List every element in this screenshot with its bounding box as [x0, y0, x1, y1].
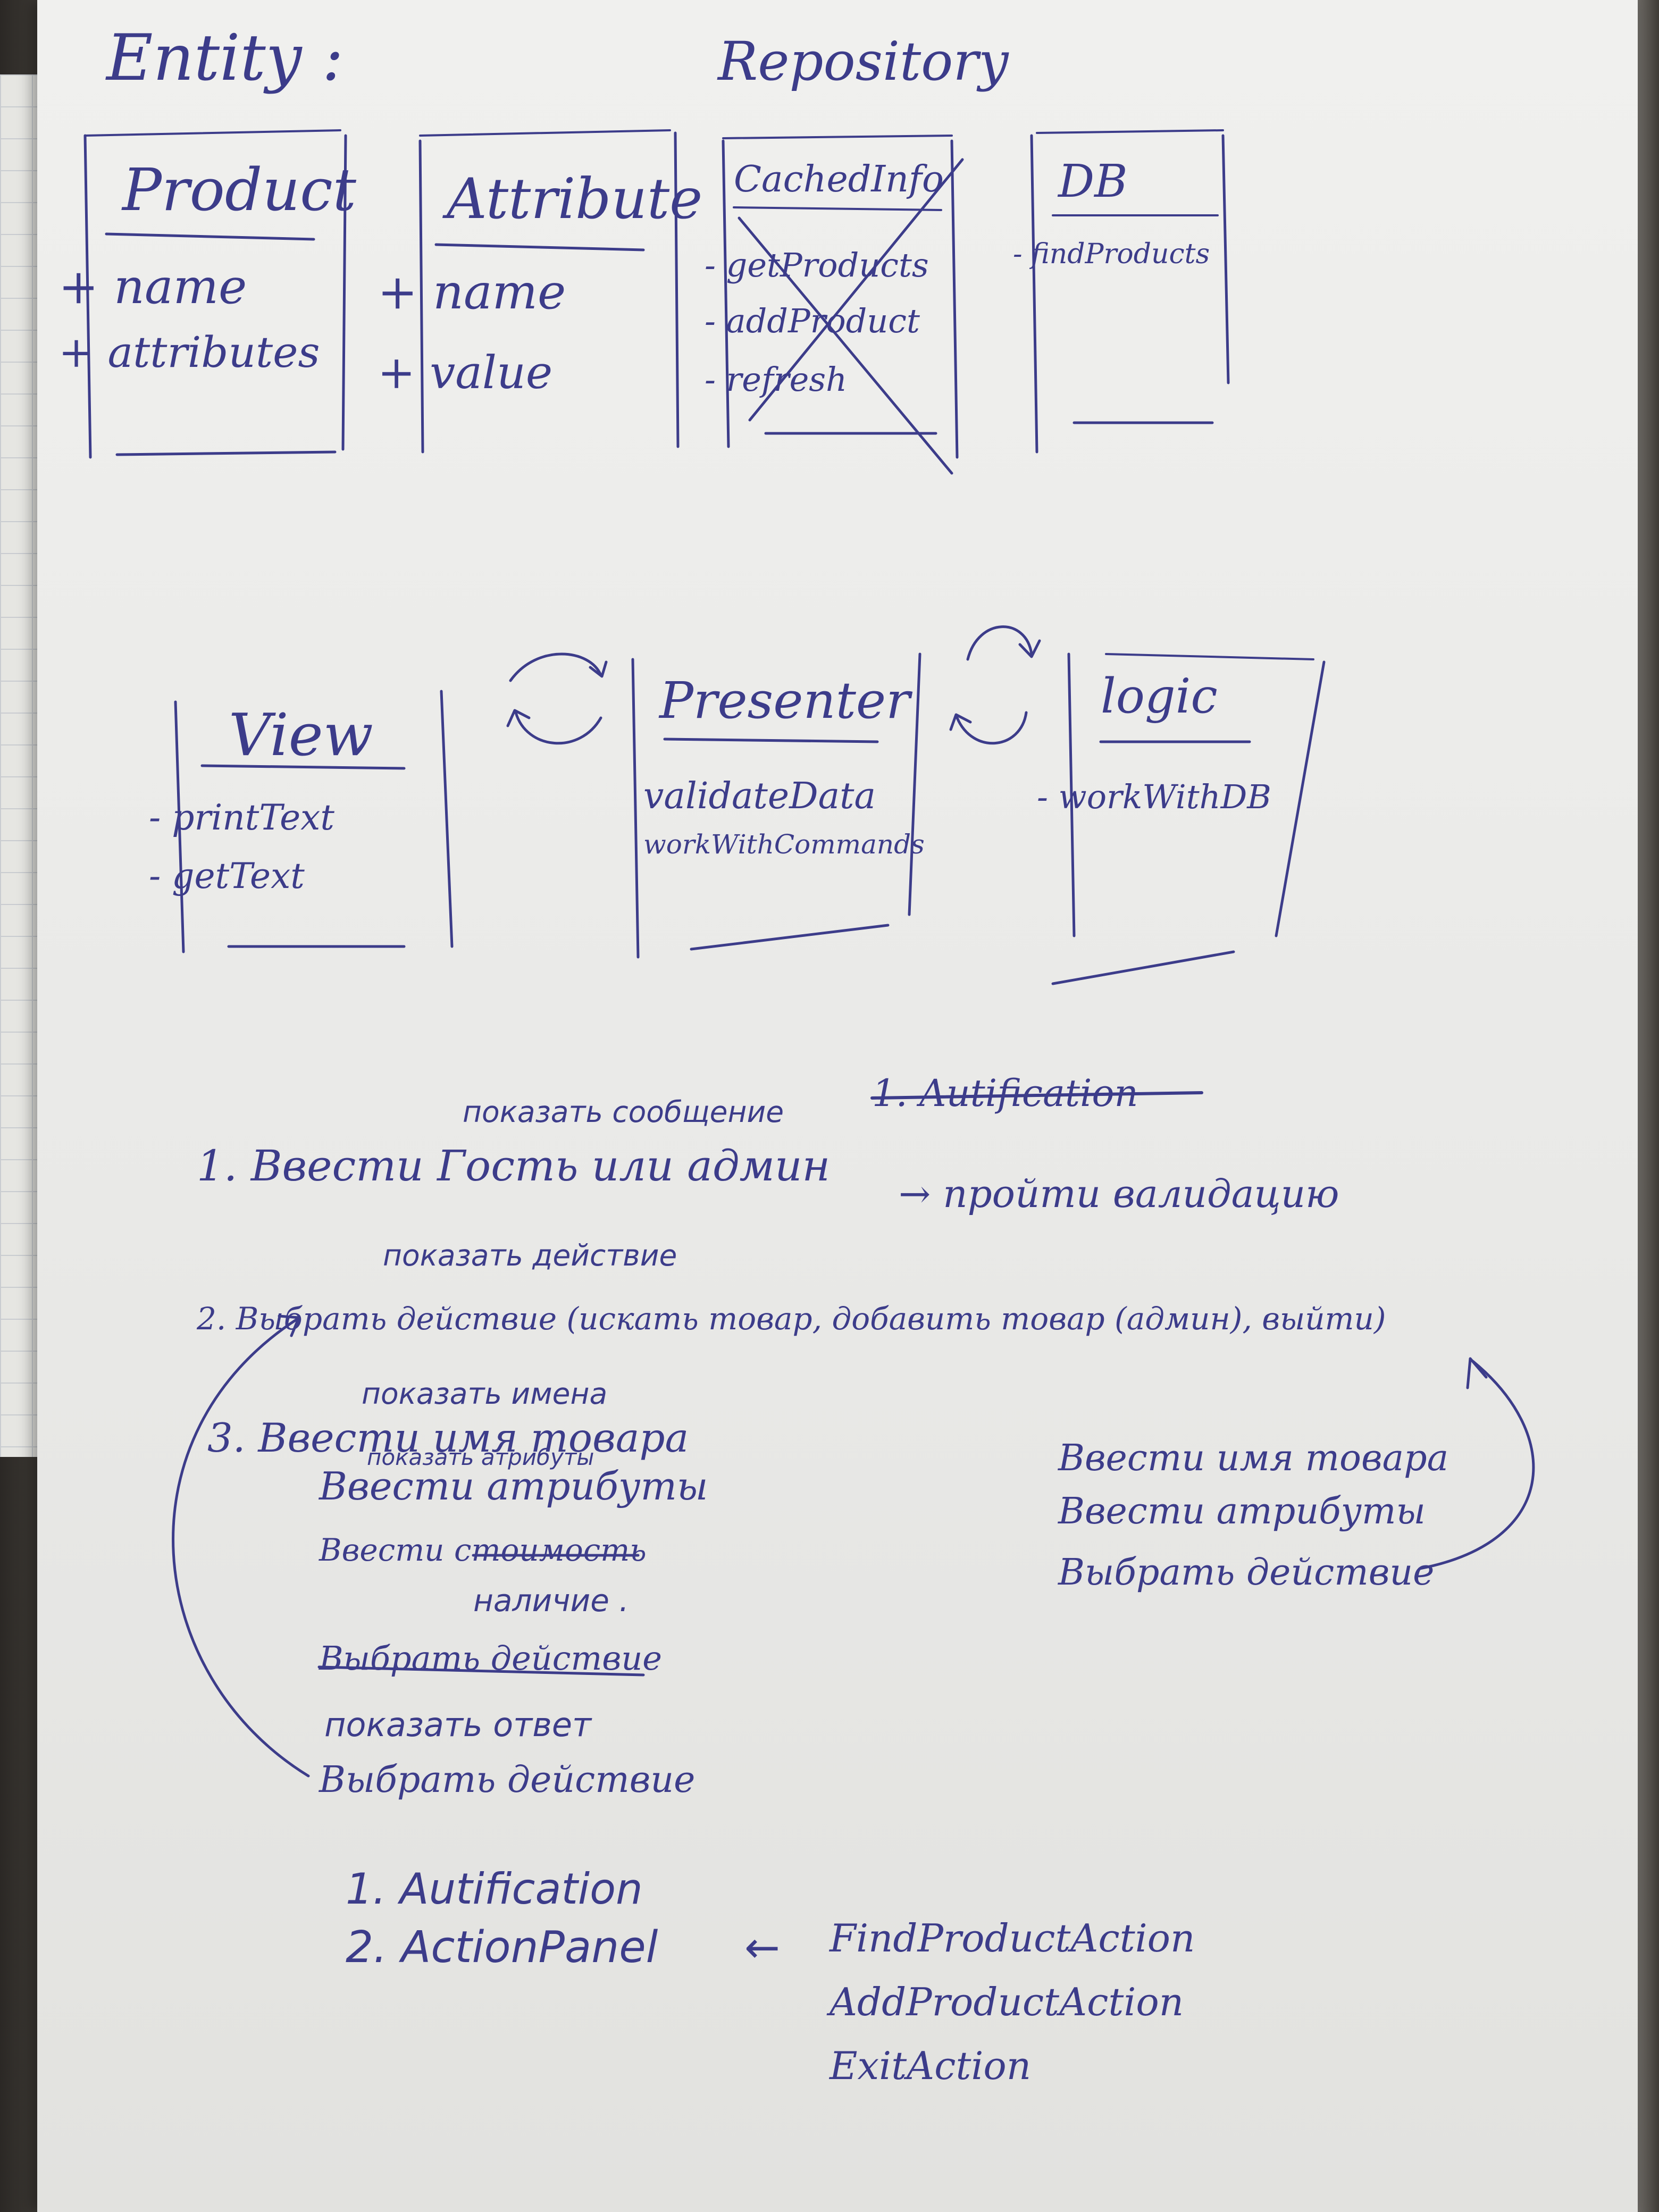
- product-title: Product: [121, 156, 357, 224]
- note-1-arrow: → пройти валидацию: [899, 1171, 1339, 1216]
- handwritten-diagram: Entity : Repository Product + name + att…: [58, 21, 1535, 2088]
- logic-row-workwithdb: - workWithDB: [1037, 777, 1271, 816]
- note-1-above: показать сообщение: [463, 1095, 784, 1129]
- entity-heading: Entity :: [105, 21, 343, 95]
- cross-out-stroke-2: [748, 158, 964, 422]
- db-row-findproducts: - findProducts: [1013, 238, 1210, 270]
- cachedinfo-row-getproducts: - getProducts: [705, 246, 929, 284]
- note-3b-above: показать атрибуты: [367, 1444, 594, 1470]
- bottom-item-2: 2. ActionPanel: [346, 1922, 658, 1973]
- cachedinfo-row-addproduct: - addProduct: [705, 301, 920, 340]
- attribute-title: Attribute: [442, 166, 702, 231]
- cachedinfo-box: CachedInfo - getProducts - addProduct - …: [705, 135, 964, 475]
- bottom-action-find: FindProductAction: [828, 1916, 1195, 1960]
- attribute-row-value: + value: [378, 347, 552, 399]
- cycle-arrows-presenter-logic: [949, 625, 1041, 745]
- note-3c: Ввести стоимость: [319, 1532, 647, 1568]
- presenter-row-workwithcommands: workWithCommands: [643, 829, 925, 860]
- note-3a: 3. Ввести имя товара: [207, 1414, 689, 1461]
- logic-title: logic: [1101, 668, 1218, 724]
- product-row-name: + name: [58, 259, 247, 315]
- bottom-arrow: ←: [744, 1923, 780, 1972]
- db-box: DB - findProducts: [1013, 129, 1230, 454]
- cachedinfo-row-refresh: - refresh: [705, 360, 847, 399]
- bottom-item-1: 1. Autification: [346, 1864, 643, 1914]
- note-1: 1. Ввести Гость или админ: [197, 1141, 830, 1191]
- view-row-gettext: - getText: [149, 856, 305, 896]
- loop-arrow-right: [1418, 1360, 1535, 1570]
- presenter-title: Presenter: [658, 672, 913, 730]
- strikethrough-autification: [870, 1091, 1203, 1100]
- note-2: 2. Выбрать действие (искать товар, добав…: [196, 1301, 1386, 1337]
- scenario-notes: показать сообщение 1. Autification 1. Вв…: [172, 1071, 1535, 1801]
- product-box: Product + name + attributes: [58, 129, 357, 459]
- loop-arrow-left: [172, 1317, 310, 1778]
- db-title: DB: [1057, 155, 1128, 208]
- cross-out-stroke-1: [738, 216, 953, 475]
- note-right-3: Выбрать действие: [1057, 1552, 1434, 1594]
- bottom-action-exit: ExitAction: [828, 2043, 1031, 2088]
- strikethrough-vybrat: [317, 1665, 645, 1677]
- note-3c-extra: наличие .: [473, 1582, 629, 1619]
- bottom-action-add: AddProductAction: [826, 1980, 1184, 2024]
- view-title: View: [229, 701, 373, 769]
- note-right-1: Ввести имя товара: [1057, 1437, 1448, 1479]
- attribute-box: Attribute + name + value: [378, 129, 702, 454]
- product-row-attributes: + attributes: [58, 328, 320, 377]
- note-3e: показать ответ: [324, 1705, 592, 1744]
- paper-sheet: Entity : Repository Product + name + att…: [37, 0, 1638, 2212]
- logic-box: logic - workWithDB: [1037, 652, 1326, 985]
- presenter-box: Presenter validateData workWithCommands: [631, 652, 925, 959]
- view-row-printtext: - printText: [149, 797, 334, 838]
- attribute-row-name: + name: [378, 264, 566, 320]
- cycle-arrows-view-presenter: [506, 652, 608, 745]
- note-2-above: показать действие: [383, 1238, 677, 1272]
- cachedinfo-title: CachedInfo: [734, 158, 944, 200]
- repository-heading: Repository: [717, 30, 1009, 93]
- note-right-2: Ввести атрибуты: [1057, 1490, 1426, 1532]
- note-3-above: показать имена: [362, 1377, 607, 1411]
- view-box: View - printText - getText: [149, 690, 454, 953]
- bottom-summary: 1. Autification 2. ActionPanel ← FindPro…: [346, 1864, 1195, 2088]
- note-3f: Выбрать действие: [318, 1759, 695, 1801]
- presenter-row-validatedata: validateData: [643, 775, 876, 817]
- note-3b: Ввести атрибуты: [318, 1464, 708, 1509]
